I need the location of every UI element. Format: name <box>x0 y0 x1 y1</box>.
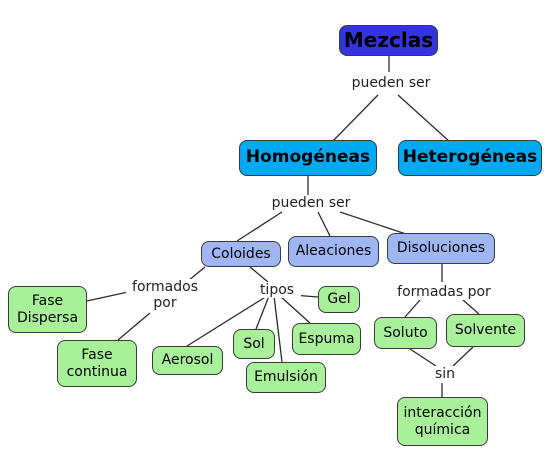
node-disoluciones: Disoluciones <box>387 233 495 264</box>
node-mezclas: Mezclas <box>339 25 438 56</box>
link-label-pueden-ser-1: pueden ser <box>346 75 436 92</box>
node-emulsion: Emulsión <box>246 362 326 393</box>
node-soluto: Soluto <box>374 317 437 349</box>
node-gel: Gel <box>318 286 360 313</box>
node-coloides: Coloides <box>201 241 281 267</box>
node-interaccion-quimica: interacción química <box>397 397 488 446</box>
node-homogeneas: Homogéneas <box>239 140 377 176</box>
link-label-formadas-por: formadas por <box>388 284 500 301</box>
node-aleaciones: Aleaciones <box>288 236 379 267</box>
node-fase-dispersa: Fase Dispersa <box>8 286 87 333</box>
link-label-pueden-ser-2: pueden ser <box>264 195 358 212</box>
link-label-formados-por: formados por <box>126 279 204 312</box>
link-label-tipos: tipos <box>253 282 301 299</box>
link-label-sin: sin <box>427 366 463 383</box>
node-espuma: Espuma <box>292 323 361 355</box>
node-fase-continua: Fase continua <box>57 340 137 387</box>
node-solvente: Solvente <box>446 314 525 347</box>
node-heterogeneas: Heterogéneas <box>398 140 542 176</box>
node-aerosol: Aerosol <box>152 346 223 375</box>
node-sol: Sol <box>233 329 275 359</box>
